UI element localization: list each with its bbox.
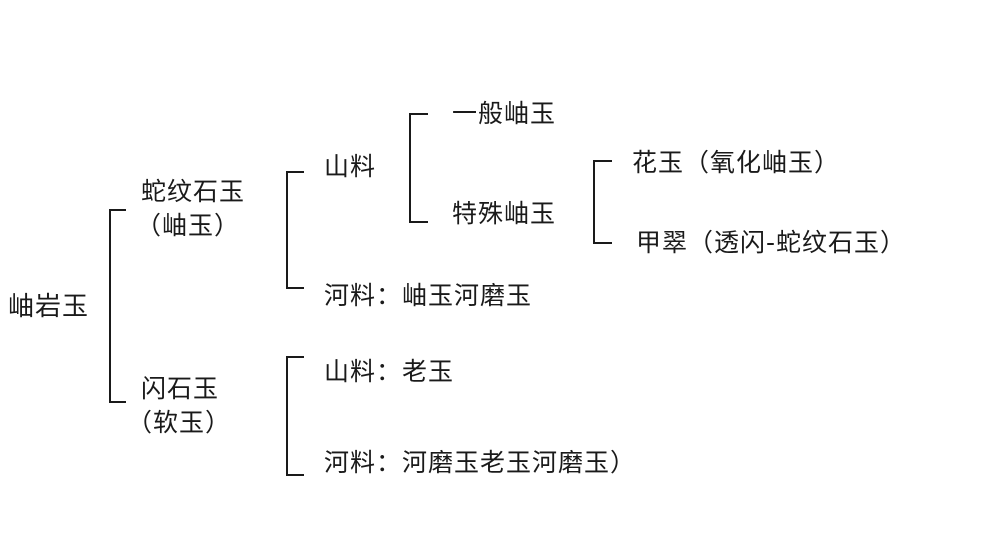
mountain-serpentine-bracket	[409, 113, 428, 223]
serpentine-river-node: 河料：岫玉河磨玉	[324, 281, 533, 310]
serpentine-mountain-node: 山料	[324, 152, 377, 181]
common-xiuyu-node: 一般岫玉	[452, 99, 557, 128]
special-xiuyu-node: 特殊岫玉	[452, 199, 557, 228]
tremolite-bracket	[286, 356, 304, 476]
tremolite-mountain-node: 山料：老玉	[324, 357, 455, 386]
root-node: 岫岩玉	[8, 292, 90, 322]
tremolite-alias: （软玉）	[127, 408, 232, 437]
special-bracket	[593, 160, 612, 244]
serpentine-alias: （岫玉）	[136, 211, 241, 240]
serpentine-bracket	[286, 171, 304, 289]
serpentine-node: 蛇纹石玉	[141, 177, 246, 206]
flower-jade-node: 花玉（氧化岫玉）	[632, 148, 841, 177]
root-bracket	[109, 209, 126, 403]
jiacui-node: 甲翠（透闪-蛇纹石玉）	[636, 228, 907, 257]
tremolite-river-node: 河料：河磨玉老玉河磨玉）	[324, 448, 637, 477]
tremolite-node: 闪石玉	[141, 374, 220, 403]
